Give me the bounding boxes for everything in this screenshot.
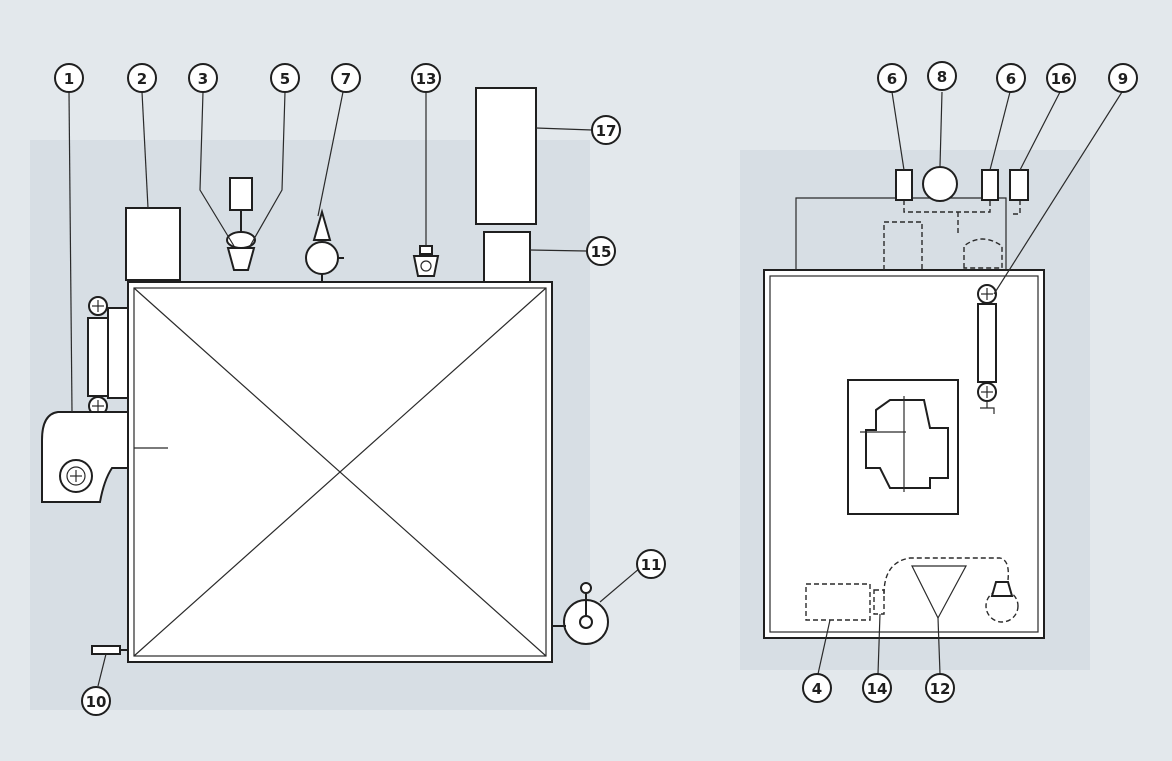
drain-valve [91, 645, 121, 655]
callout-1: 1 [54, 63, 84, 93]
right-view [763, 91, 1123, 675]
callout-6b-label: 6 [1006, 70, 1016, 88]
burner-fan-inner [66, 466, 86, 486]
boiler-body-rear-inner [769, 275, 1039, 633]
callout-5-label: 5 [280, 70, 290, 88]
callout-4: 4 [802, 673, 832, 703]
callout-9-label: 9 [1118, 70, 1128, 88]
dashed-right-link [1010, 200, 1021, 215]
callout-8-label: 8 [937, 68, 947, 86]
safety-valve-body [305, 241, 339, 275]
small-valve-port [420, 260, 432, 272]
dashed-manifold [903, 200, 991, 213]
callout-10-label: 10 [86, 693, 107, 711]
callout-6a: 6 [877, 63, 907, 93]
dashed-pump [963, 238, 1003, 269]
callout-8: 8 [927, 61, 957, 91]
rear-sight-drain [980, 401, 995, 414]
pressure-switch-right [981, 169, 999, 201]
safety-valve-top [312, 208, 332, 241]
callout-2-label: 2 [137, 70, 147, 88]
callout-14: 14 [862, 673, 892, 703]
left-view [41, 87, 641, 687]
callout-6a-label: 6 [887, 70, 897, 88]
strainer-triangle [911, 565, 968, 620]
callout-7-label: 7 [341, 70, 351, 88]
blowdown-valve-hub [579, 615, 593, 629]
dashed-return-pipe [883, 557, 1010, 595]
pump-fitting [990, 581, 1014, 597]
flue-base [483, 231, 531, 283]
dashed-connector [873, 589, 885, 615]
callout-14-label: 14 [867, 680, 888, 698]
callout-13-label: 13 [416, 70, 437, 88]
right-leader-lines [817, 91, 1123, 675]
callout-12-label: 12 [930, 680, 951, 698]
callout-1-label: 1 [64, 70, 74, 88]
callout-9: 9 [1108, 63, 1138, 93]
burner-assembly [865, 399, 949, 489]
small-valve-body [412, 255, 440, 277]
callout-16: 16 [1046, 63, 1076, 93]
side-plate [107, 307, 129, 399]
pressure-gauge [922, 166, 958, 202]
pressure-switch-left [895, 169, 913, 201]
callout-13: 13 [411, 63, 441, 93]
callout-2: 2 [127, 63, 157, 93]
callout-17: 17 [591, 115, 621, 145]
sight-glass [87, 317, 109, 397]
callout-16-label: 16 [1051, 70, 1072, 88]
callout-6b: 6 [996, 63, 1026, 93]
callout-15: 15 [586, 236, 616, 266]
callout-3: 3 [188, 63, 218, 93]
callout-5: 5 [270, 63, 300, 93]
valve-handle [419, 245, 433, 255]
flue-stack [475, 87, 537, 225]
callout-11: 11 [636, 549, 666, 579]
left-leader-lines [68, 91, 641, 687]
callout-11-label: 11 [641, 556, 662, 574]
callout-17-label: 17 [596, 122, 617, 140]
callout-15-label: 15 [591, 243, 612, 261]
body-diagonal-2 [133, 287, 547, 657]
blowdown-valve-top [580, 582, 592, 594]
pressure-controller [1009, 169, 1029, 201]
callout-10: 10 [81, 686, 111, 716]
dashed-tank [805, 583, 871, 621]
callout-3-label: 3 [198, 70, 208, 88]
valve-actuator [229, 177, 253, 211]
rear-sight-glass [977, 303, 997, 383]
callout-7: 7 [331, 63, 361, 93]
valve-cap [226, 231, 256, 249]
dashed-piping-left [883, 221, 923, 270]
callout-12: 12 [925, 673, 955, 703]
callout-4-label: 4 [812, 680, 822, 698]
control-box [125, 207, 181, 281]
boiler-body-inner [133, 287, 547, 657]
